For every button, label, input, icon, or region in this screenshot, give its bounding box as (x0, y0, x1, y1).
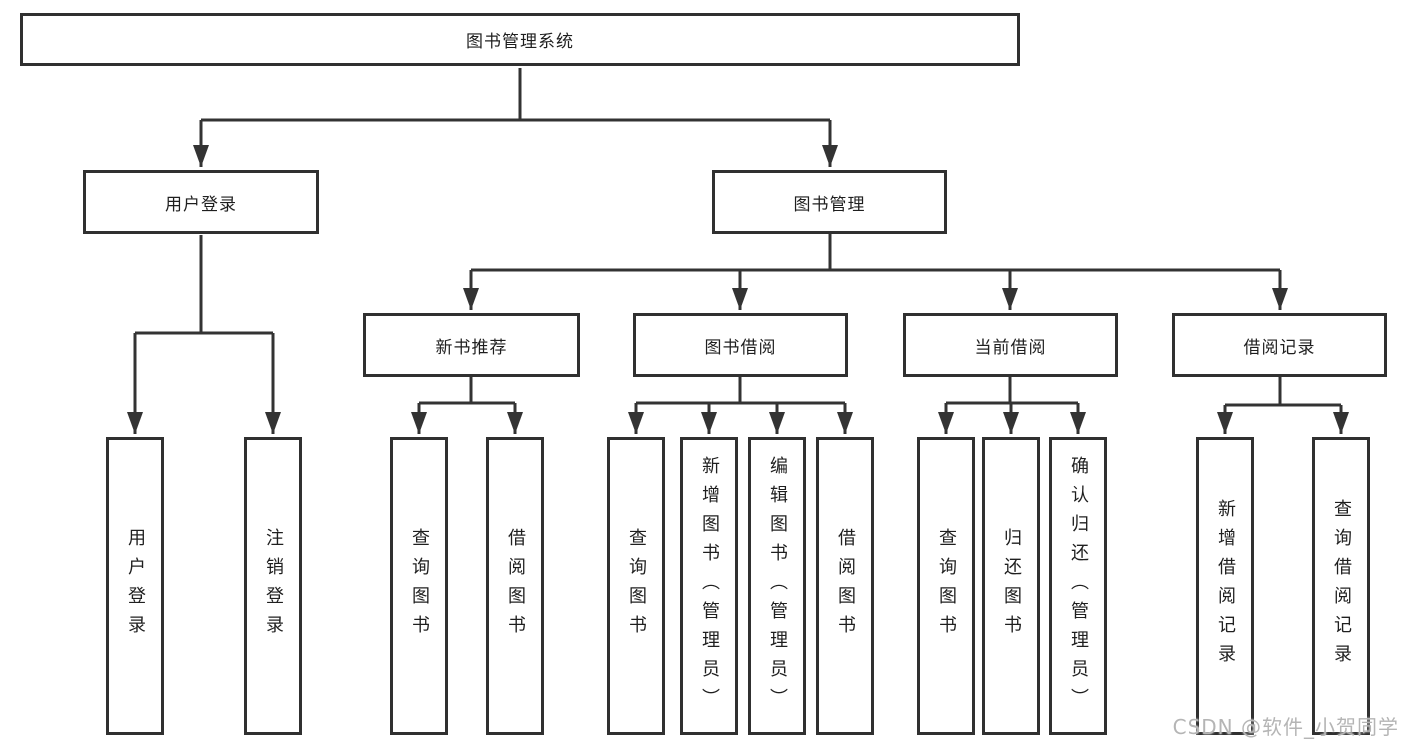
node-label: 图书管理系统 (466, 32, 574, 52)
leaf-borrow-books-borrow: 借阅图书 (816, 437, 874, 735)
node-label: 用户登录 (125, 528, 146, 644)
leaf-query-borrow-record: 查询借阅记录 (1312, 437, 1370, 735)
csdn-watermark: CSDN @软件_小贺同学 (1172, 715, 1399, 739)
leaf-user-login: 用户登录 (106, 437, 164, 735)
node-label: 图书管理 (793, 194, 866, 215)
node-current-borrowing: 当前借阅 (903, 313, 1118, 377)
node-label: 新增图书（管理员） (699, 455, 720, 717)
node-label: 查询借阅记录 (1331, 499, 1352, 673)
node-root: 图书管理系统 (20, 13, 1020, 66)
node-label: 查询图书 (626, 528, 647, 644)
leaf-return-books: 归还图书 (982, 437, 1040, 735)
node-label: 图书借阅 (704, 337, 777, 358)
leaf-borrow-books-recommend: 借阅图书 (486, 437, 544, 735)
node-book-borrowing: 图书借阅 (633, 313, 848, 377)
leaf-confirm-return-admin: 确认归还（管理员） (1049, 437, 1107, 735)
leaf-logout: 注销登录 (244, 437, 302, 735)
node-user-login: 用户登录 (83, 170, 319, 234)
node-label: 借阅记录 (1243, 337, 1316, 358)
node-new-book-recommendation: 新书推荐 (363, 313, 580, 377)
leaf-add-books-admin: 新增图书（管理员） (680, 437, 738, 735)
node-book-management: 图书管理 (712, 170, 947, 234)
node-borrowing-records: 借阅记录 (1172, 313, 1387, 377)
node-label: 注销登录 (263, 528, 284, 644)
leaf-query-books-current: 查询图书 (917, 437, 975, 735)
node-label: 借阅图书 (835, 528, 856, 644)
leaf-add-borrow-record: 新增借阅记录 (1196, 437, 1254, 735)
node-label: 新书推荐 (435, 337, 508, 358)
node-label: 归还图书 (1001, 528, 1022, 644)
node-label: 编辑图书（管理员） (767, 455, 788, 717)
node-label: 当前借阅 (974, 337, 1047, 358)
node-label: 借阅图书 (505, 528, 526, 644)
leaf-query-books-recommend: 查询图书 (390, 437, 448, 735)
leaf-query-books-borrow: 查询图书 (607, 437, 665, 735)
node-label: 新增借阅记录 (1215, 499, 1236, 673)
node-label: 查询图书 (409, 528, 430, 644)
node-label: 查询图书 (936, 528, 957, 644)
node-label: 用户登录 (165, 194, 237, 215)
node-label: 确认归还（管理员） (1068, 455, 1089, 717)
leaf-edit-books-admin: 编辑图书（管理员） (748, 437, 806, 735)
